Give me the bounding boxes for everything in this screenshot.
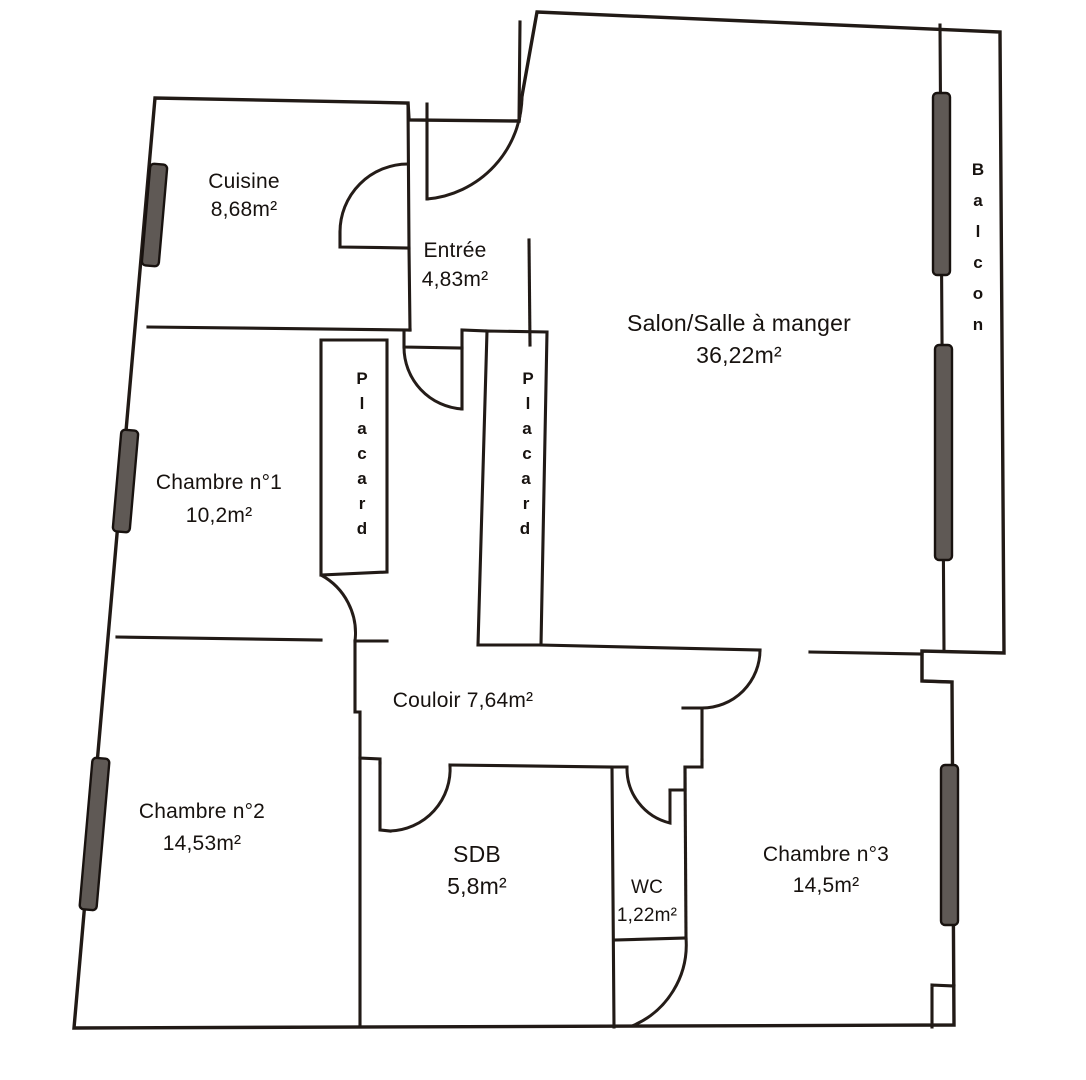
- wall-entree-bottom: [402, 328, 489, 350]
- svg-text:a: a: [521, 469, 531, 488]
- window-cuisine-left: [140, 162, 169, 268]
- door-swing-cuisine: [338, 162, 409, 233]
- wall-entree-salon: [527, 238, 532, 347]
- label-wc: WC 1,22m²: [617, 877, 677, 926]
- svg-text:r: r: [523, 494, 530, 513]
- window-chambre1-left: [111, 428, 140, 534]
- label-salon: Salon/Salle à manger 36,22m²: [627, 310, 851, 368]
- label-chambre2: Chambre n°2 14,53m²: [139, 800, 265, 855]
- label-chambre1-name: Chambre n°1: [156, 471, 282, 494]
- label-sdb: SDB 5,8m²: [447, 841, 507, 899]
- door-swing-entree-couloir: [402, 346, 463, 411]
- svg-text:a: a: [357, 469, 367, 488]
- window-chambre2-left: [78, 756, 111, 912]
- label-chambre1: Chambre n°1 10,2m²: [156, 471, 282, 527]
- window-balcony-lower: [933, 343, 954, 562]
- label-salon-area: 36,22m²: [696, 342, 782, 368]
- window-balcony-upper: [931, 91, 952, 277]
- svg-text:a: a: [357, 419, 367, 438]
- label-entree-name: Entrée: [423, 239, 486, 262]
- label-wc-area: 1,22m²: [617, 905, 677, 926]
- label-placard-left: P l a c a r d: [356, 369, 367, 538]
- bottom-right-notch: [930, 983, 956, 1029]
- svg-text:r: r: [359, 494, 366, 513]
- wall-cuisine-entree: [338, 101, 411, 250]
- svg-text:l: l: [360, 394, 365, 413]
- label-entree: Entrée 4,83m²: [422, 239, 489, 291]
- door-swing-chambre1: [320, 573, 357, 642]
- placard-right-outline: [476, 329, 549, 647]
- svg-text:o: o: [973, 284, 983, 303]
- door-swing-wc-lower: [631, 937, 688, 1028]
- door-swing-chambre3: [701, 649, 762, 710]
- svg-text:l: l: [976, 222, 981, 241]
- wall-sdb-wc: [610, 765, 616, 1029]
- label-placard-right: P l a c a r d: [520, 369, 534, 538]
- wall-sdb-top-left: [378, 761, 392, 833]
- wall-couloir-bottom-right: [808, 650, 924, 656]
- svg-text:a: a: [522, 419, 532, 438]
- wall-wc-right: [683, 765, 688, 940]
- label-chambre3-name: Chambre n°3: [763, 843, 889, 866]
- label-wc-name: WC: [631, 877, 663, 898]
- label-chambre1-area: 10,2m²: [186, 504, 253, 527]
- door-swing-entree: [426, 95, 524, 201]
- wall-sdb-top-right: [448, 763, 614, 769]
- label-chambre2-area: 14,53m²: [163, 832, 241, 855]
- label-sdb-name: SDB: [453, 841, 501, 867]
- wall-couloir-bottom: [539, 643, 762, 652]
- label-cuisine-name: Cuisine: [208, 170, 279, 193]
- wall-chambre1-couloir: [115, 635, 323, 642]
- balcony-bottom-return: [920, 649, 954, 684]
- label-chambre3: Chambre n°3 14,5m²: [763, 843, 889, 897]
- window-chambre3-right: [939, 763, 960, 927]
- label-couloir: Couloir 7,64m²: [393, 689, 534, 712]
- svg-text:c: c: [973, 253, 982, 272]
- exterior-wall-outline: [72, 10, 1006, 1030]
- svg-text:B: B: [972, 160, 984, 179]
- svg-text:P: P: [356, 369, 367, 388]
- label-cuisine: Cuisine 8,68m²: [208, 170, 279, 221]
- wall-chambre2-couloir-jog: [353, 639, 382, 765]
- placard-left-outline: [319, 338, 389, 577]
- label-balcon: B a l c o n: [972, 160, 984, 334]
- wall-cuisine-chambre1: [146, 325, 412, 332]
- svg-text:d: d: [357, 519, 367, 538]
- door-swing-wc-upper: [625, 766, 672, 825]
- label-entree-area: 4,83m²: [422, 268, 489, 291]
- wall-cuisine-entree-lower: [407, 246, 412, 332]
- svg-text:P: P: [522, 369, 533, 388]
- label-cuisine-area: 8,68m²: [211, 198, 278, 221]
- label-salon-name: Salon/Salle à manger: [627, 310, 851, 336]
- svg-text:a: a: [973, 191, 983, 210]
- svg-text:c: c: [522, 444, 531, 463]
- label-sdb-area: 5,8m²: [447, 873, 507, 899]
- svg-text:d: d: [520, 519, 530, 538]
- svg-text:n: n: [973, 315, 983, 334]
- label-chambre3-area: 14,5m²: [793, 874, 860, 897]
- wall-chambre3-door-jamb: [681, 706, 704, 762]
- svg-text:c: c: [357, 444, 366, 463]
- wall-wc-top-jamb: [668, 765, 687, 792]
- label-chambre2-name: Chambre n°2: [139, 800, 265, 823]
- wall-chambre3-left: [684, 758, 704, 769]
- wall-wc-bottom: [612, 936, 688, 942]
- door-swing-sdb: [389, 764, 452, 833]
- svg-text:l: l: [526, 394, 531, 413]
